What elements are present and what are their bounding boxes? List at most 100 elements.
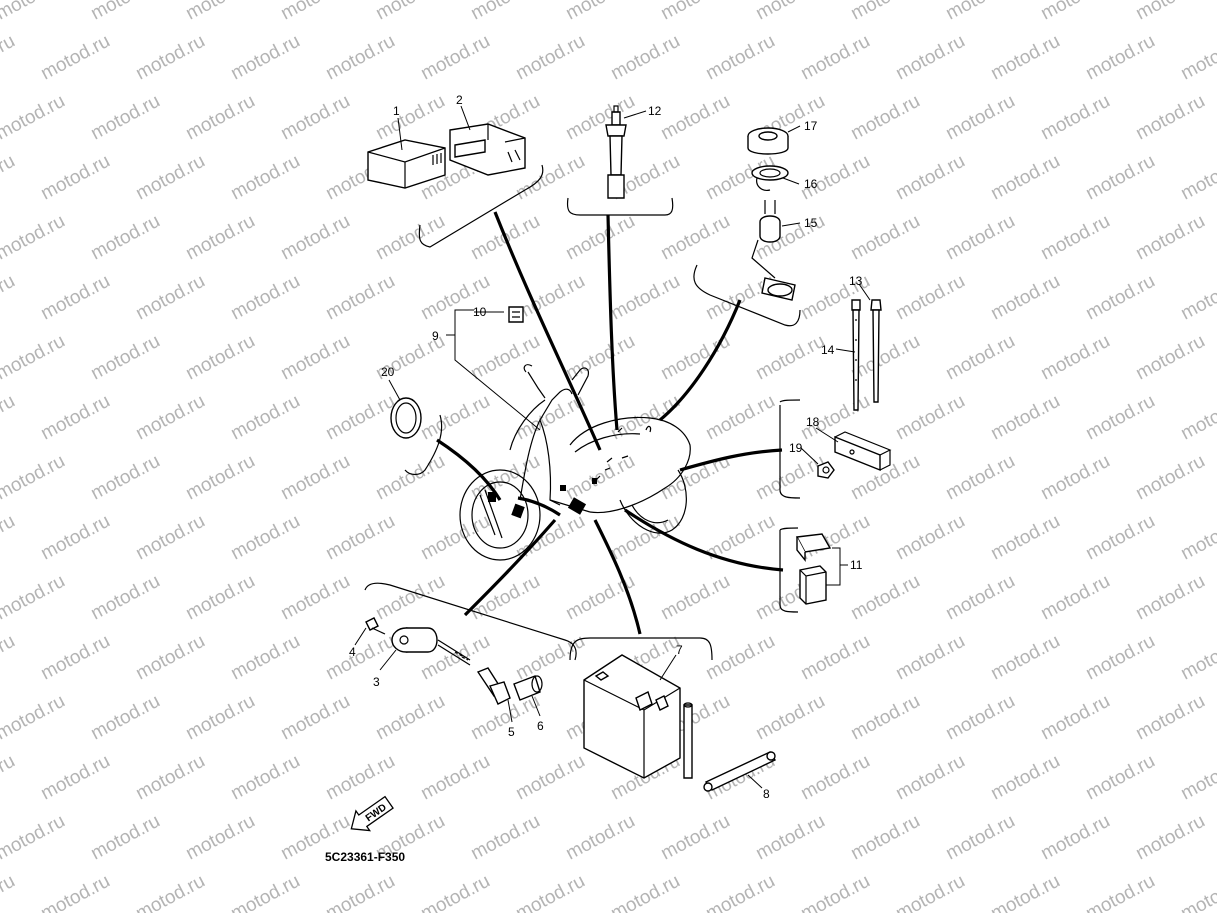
watermark-text: motod.ru [467, 0, 543, 24]
watermark-text: motod.ru [987, 511, 1063, 565]
callout-14: 14 [821, 343, 835, 357]
callout-2: 2 [456, 93, 463, 107]
part-3-ignition-coil [391, 627, 471, 666]
watermark-text: motod.ru [562, 211, 638, 265]
watermark-text: motod.ru [1177, 751, 1217, 805]
watermark-text: motod.ru [512, 631, 588, 685]
callout-8: 8 [763, 787, 770, 801]
part-17-grommet [747, 127, 789, 155]
watermark-text: motod.ru [372, 91, 448, 145]
watermark-text: motod.ru [1037, 691, 1113, 745]
watermark-text: motod.ru [322, 871, 398, 913]
callout-4: 4 [349, 645, 356, 659]
watermark-text: motod.ru [562, 91, 638, 145]
watermark-text: motod.ru [1082, 751, 1158, 805]
watermark-text: motod.ru [227, 631, 303, 685]
callout-11: 11 [850, 558, 863, 572]
wire-harness [436, 211, 784, 635]
watermark-text: motod.ru [1082, 271, 1158, 325]
watermark-text: motod.ru [372, 571, 448, 625]
watermark-text: motod.ru [797, 631, 873, 685]
watermark-text: motod.ru [467, 331, 543, 385]
watermark-text: motod.ru [322, 751, 398, 805]
watermark-text: motod.ru [87, 811, 163, 865]
callout-numbers: 1 2 3 4 5 6 7 8 9 10 11 12 13 14 15 16 1… [349, 93, 863, 801]
watermark-text: motod.ru [702, 391, 778, 445]
watermark-text: motod.ru [892, 511, 968, 565]
watermark-text: motod.ru [132, 151, 208, 205]
watermark-text: motod.ru [417, 391, 493, 445]
watermark-text: motod.ru [892, 631, 968, 685]
watermark-text: motod.ru [87, 451, 163, 505]
watermark-text: motod.ru [607, 271, 683, 325]
watermark-text: motod.ru [87, 571, 163, 625]
watermark-text: motod.ru [322, 631, 398, 685]
watermark-text: motod.ru [182, 331, 258, 385]
watermark-text: motod.ru [0, 691, 69, 745]
part-13-14-cable-ties [851, 299, 882, 411]
watermark-text: motod.ru [1037, 451, 1113, 505]
watermark-text: motod.ru [1037, 331, 1113, 385]
watermark-text: motod.ru [277, 211, 353, 265]
watermark-text: motod.ru [1177, 151, 1217, 205]
watermark-text: motod.ru [987, 391, 1063, 445]
watermark-text: motod.ru [0, 391, 19, 445]
watermark-text: motod.ru [277, 331, 353, 385]
watermark-text: motod.ru [942, 91, 1018, 145]
watermark-text: motod.ru [0, 811, 69, 865]
watermark-text: motod.ru [277, 571, 353, 625]
watermark-text: motod.ru [1082, 631, 1158, 685]
watermark-text: motod.ru [227, 511, 303, 565]
watermark-text: motod.ru [132, 631, 208, 685]
part-20-cap [390, 397, 422, 439]
watermark-text: motod.ru [467, 811, 543, 865]
watermark-text: motod.ru [752, 691, 828, 745]
watermark-text: motod.ru [0, 211, 69, 265]
watermark-text: motod.ru [1082, 31, 1158, 85]
scooter-frame [459, 364, 691, 561]
watermark-text: motod.ru [182, 0, 258, 24]
watermark-text: motod.ru [892, 31, 968, 85]
watermark-text: motod.ru [372, 0, 448, 24]
watermark-text: motod.ru [417, 751, 493, 805]
watermark-text: motod.ru [372, 691, 448, 745]
watermark-text: motod.ru [37, 751, 113, 805]
watermark-text: motod.ru [847, 571, 923, 625]
watermark-text: motod.ru [417, 871, 493, 913]
watermark-text: motod.ru [892, 391, 968, 445]
watermark-text: motod.ru [132, 751, 208, 805]
callout-20: 20 [381, 365, 395, 379]
callout-9: 9 [432, 329, 439, 343]
watermark-text: motod.ru [227, 151, 303, 205]
watermark-text: motod.ru [847, 811, 923, 865]
watermark-text: motod.ru [702, 631, 778, 685]
watermark-text: motod.ru [987, 31, 1063, 85]
watermark-text: motod.ru [1082, 391, 1158, 445]
watermark-text: motod.ru [1037, 211, 1113, 265]
watermark-text: motod.ru [277, 0, 353, 24]
watermark-text: motod.ru [702, 871, 778, 913]
group-brackets [364, 164, 801, 661]
watermark-text: motod.ru [0, 451, 69, 505]
watermark-text: motod.ru [987, 871, 1063, 913]
watermark-text: motod.ru [0, 871, 19, 913]
part-2-relay-holder [449, 123, 526, 176]
part-vent-tube [683, 702, 693, 779]
leader-lines [354, 105, 871, 789]
watermark-text: motod.ru [87, 331, 163, 385]
watermark-text: motod.ru [657, 811, 733, 865]
watermark-text: motod.ru [1132, 811, 1208, 865]
watermark-text: motod.ru [467, 451, 543, 505]
watermark-text: motod.ru [1037, 0, 1113, 24]
watermark-text: motod.ru [1082, 151, 1158, 205]
watermark-text: motod.ru [37, 31, 113, 85]
part-11-relay [795, 533, 832, 605]
part-15-fuel-sender [751, 200, 796, 301]
watermark-text: motod.ru [37, 271, 113, 325]
watermark-text: motod.ru [0, 0, 69, 24]
watermark-text: motod.ru [132, 391, 208, 445]
fwd-arrow-icon: FWD [350, 795, 394, 832]
watermark-text: motod.ru [1082, 871, 1158, 913]
